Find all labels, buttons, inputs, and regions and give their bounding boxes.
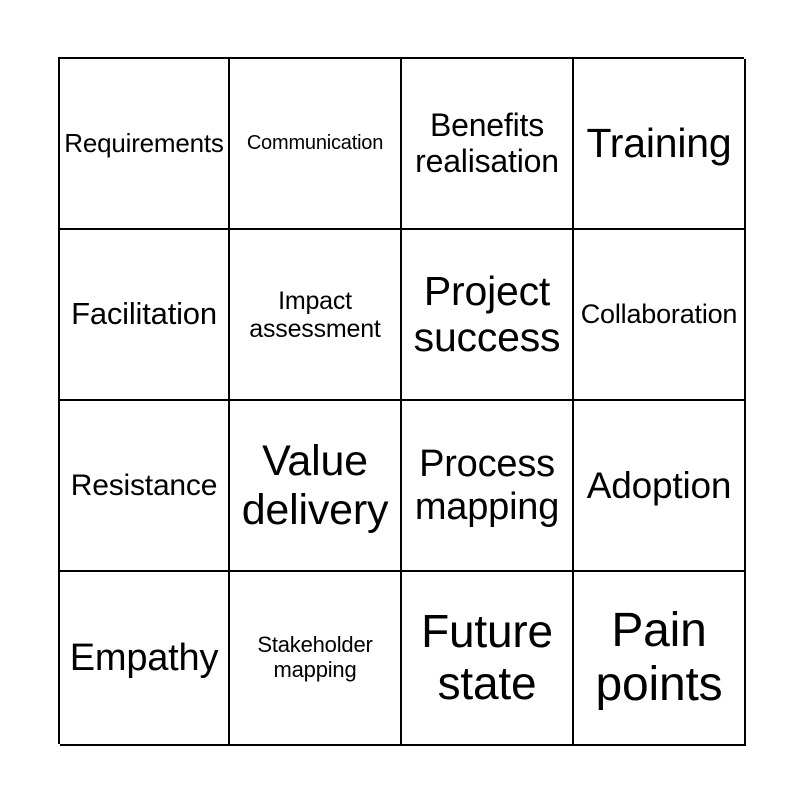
bingo-cell-label: Project success xyxy=(413,267,561,360)
bingo-cell-r4c1[interactable]: Empathy xyxy=(60,572,230,746)
bingo-cell-label: Impact assessment xyxy=(249,286,381,343)
bingo-cell-r2c4[interactable]: Collaboration xyxy=(574,230,746,401)
bingo-cell-label: Resistance xyxy=(70,468,218,502)
bingo-cell-label: Empathy xyxy=(69,636,219,679)
bingo-cell-label: Collaboration xyxy=(580,299,738,330)
bingo-cell-r1c3[interactable]: Benefits realisation xyxy=(402,59,574,230)
bingo-cell-r2c1[interactable]: Facilitation xyxy=(60,230,230,401)
bingo-cell-r4c2[interactable]: Stakeholder mapping xyxy=(230,572,402,746)
bingo-cell-r2c2[interactable]: Impact assessment xyxy=(230,230,402,401)
bingo-cell-label: Adoption xyxy=(586,464,732,506)
bingo-cell-r1c4[interactable]: Training xyxy=(574,59,746,230)
bingo-cell-label: Process mapping xyxy=(414,442,560,528)
bingo-cell-label: Value delivery xyxy=(241,437,389,534)
bingo-cell-r1c2[interactable]: Communication xyxy=(230,59,402,230)
bingo-cell-label: Stakeholder mapping xyxy=(257,632,373,682)
bingo-cell-r3c1[interactable]: Resistance xyxy=(60,401,230,572)
bingo-cell-label: Facilitation xyxy=(71,296,217,332)
bingo-cell-r1c1[interactable]: Requirements xyxy=(60,59,230,230)
bingo-cell-r4c4[interactable]: Pain points xyxy=(574,572,746,746)
bingo-card-grid: Requirements Communication Benefits real… xyxy=(58,57,746,746)
bingo-cell-r3c2[interactable]: Value delivery xyxy=(230,401,402,572)
bingo-cell-label: Future state xyxy=(421,605,553,709)
bingo-cell-label: Requirements xyxy=(64,127,224,158)
bingo-cell-r3c4[interactable]: Adoption xyxy=(574,401,746,572)
bingo-cell-r4c3[interactable]: Future state xyxy=(402,572,574,746)
bingo-cell-label: Training xyxy=(586,119,732,166)
bingo-cell-r2c3[interactable]: Project success xyxy=(402,230,574,401)
bingo-cell-label: Benefits realisation xyxy=(415,106,559,179)
bingo-cell-label: Communication xyxy=(246,132,384,155)
bingo-cell-r3c3[interactable]: Process mapping xyxy=(402,401,574,572)
bingo-cell-label: Pain points xyxy=(595,604,723,711)
